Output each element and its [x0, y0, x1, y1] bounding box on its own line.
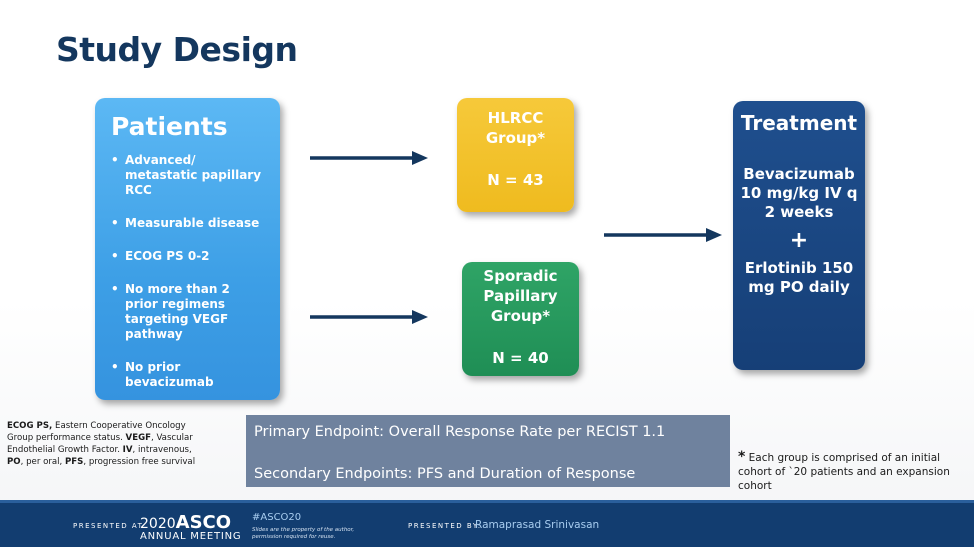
treatment-drug1-line3: 2 weeks [764, 203, 834, 221]
patients-criterion: No more than 2 prior regimens targeting … [111, 282, 266, 342]
abbr-def: , Vascular Endothelial Growth Factor. [7, 433, 193, 455]
footer-bar: PRESENTED AT: 2020ASCO ANNUAL MEETING #A… [0, 503, 974, 547]
abbr-term: ECOG PS, [7, 421, 53, 431]
asco-logo: 2020ASCO [140, 512, 231, 533]
footer-accent-line [0, 500, 974, 503]
sporadic-group-box: Sporadic Papillary Group* N = 40 [462, 262, 579, 376]
treatment-drug1-line2: 10 mg/kg IV q [740, 184, 858, 202]
presenter-name: Ramaprasad Srinivasan [475, 519, 600, 531]
treatment-drug2-line2: mg PO daily [748, 278, 850, 296]
footnote-text: Each group is comprised of an initial co… [738, 452, 950, 492]
abbr-def: Eastern Cooperative Oncology Group perfo… [7, 421, 186, 443]
treatment-box: Treatment Bevacizumab 10 mg/kg IV q 2 we… [733, 101, 865, 370]
treatment-plus: + [789, 228, 809, 253]
slide-title: Study Design [56, 30, 298, 69]
hlrcc-label-line2: Group* [485, 129, 546, 147]
abbr-term: PO [7, 457, 21, 467]
treatment-drug1-line1: Bevacizumab [743, 165, 855, 183]
abbr-term: PFS [65, 457, 84, 467]
secondary-endpoints: Secondary Endpoints: PFS and Duration of… [254, 466, 636, 482]
patients-criterion: Measurable disease [111, 216, 266, 231]
sporadic-label-line3: Group* [490, 307, 551, 325]
hlrcc-label-line1: HLRCC [487, 109, 544, 127]
patients-criteria-list: Advanced/ metastatic papillary RCC Measu… [111, 153, 266, 390]
abbr-term: IV [122, 445, 133, 455]
abbr-def: , intravenous, [132, 445, 192, 455]
patients-box: Patients Advanced/ metastatic papillary … [95, 98, 280, 400]
primary-endpoint: Primary Endpoint: Overall Response Rate … [254, 424, 666, 440]
arrow-groups-to-treatment [604, 228, 722, 242]
footnote-asterisk: * [738, 449, 746, 465]
arrow-patients-to-hlrcc [310, 151, 428, 165]
cohort-footnote: * Each group is comprised of an initial … [738, 450, 968, 493]
patients-criterion: Advanced/ metastatic papillary RCC [111, 153, 266, 198]
presented-by-label: PRESENTED BY: [408, 522, 482, 530]
patients-criterion: No prior bevacizumab [111, 360, 266, 390]
abbreviations-note: ECOG PS, Eastern Cooperative Oncology Gr… [7, 420, 197, 468]
sporadic-count: N = 40 [492, 349, 549, 367]
patients-criterion: ECOG PS 0-2 [111, 249, 266, 264]
treatment-heading: Treatment [740, 111, 858, 135]
meeting-brand: ASCO [175, 512, 232, 533]
endpoints-box: Primary Endpoint: Overall Response Rate … [246, 415, 730, 487]
disclaimer-text: Slides are the property of the author, p… [252, 527, 355, 540]
meeting-name: ANNUAL MEETING [140, 531, 242, 542]
abbr-term: VEGF [125, 433, 151, 443]
abbr-def: , per oral, [20, 457, 65, 467]
hlrcc-group-box: HLRCC Group* N = 43 [457, 98, 574, 212]
sporadic-label-line2: Papillary [483, 287, 558, 305]
abbr-def: , progression free survival [83, 457, 196, 467]
sporadic-label-line1: Sporadic [483, 267, 558, 285]
meeting-year: 2020 [140, 516, 176, 532]
patients-heading: Patients [111, 112, 228, 141]
hashtag: #ASCO20 [252, 512, 302, 523]
arrow-patients-to-sporadic [310, 310, 428, 324]
presented-at-label: PRESENTED AT: [73, 522, 147, 530]
hlrcc-count: N = 43 [487, 171, 544, 189]
treatment-drug2-line1: Erlotinib 150 [744, 259, 854, 277]
